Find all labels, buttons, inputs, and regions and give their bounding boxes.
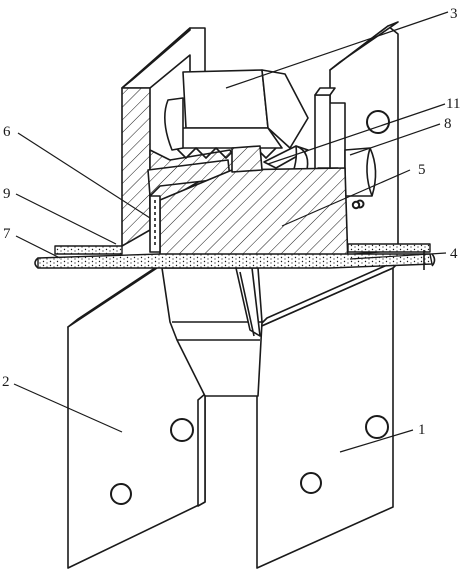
lower-hub (161, 267, 263, 397)
flange-assembly (34, 243, 436, 270)
callout-2: 2 (2, 374, 10, 390)
leader-lines (13, 11, 449, 453)
callout-8: 8 (444, 116, 452, 132)
left-insert-pin (149, 195, 161, 253)
callout-5: 5 (418, 162, 426, 178)
right-lower-plate (256, 257, 404, 569)
callout-labels: 1 2 3 4 5 6 7 8 9 11 (2, 6, 460, 438)
callout-1: 1 (418, 422, 426, 438)
callout-3: 3 (450, 6, 458, 22)
left-lower-plate (67, 257, 206, 569)
upper-toothed-block (164, 69, 309, 159)
callout-11: 11 (446, 96, 460, 112)
left-bracket (121, 27, 241, 247)
callout-4: 4 (450, 246, 458, 262)
callout-9: 9 (3, 186, 11, 202)
callout-6: 6 (3, 124, 11, 140)
callout-7: 7 (3, 226, 11, 242)
